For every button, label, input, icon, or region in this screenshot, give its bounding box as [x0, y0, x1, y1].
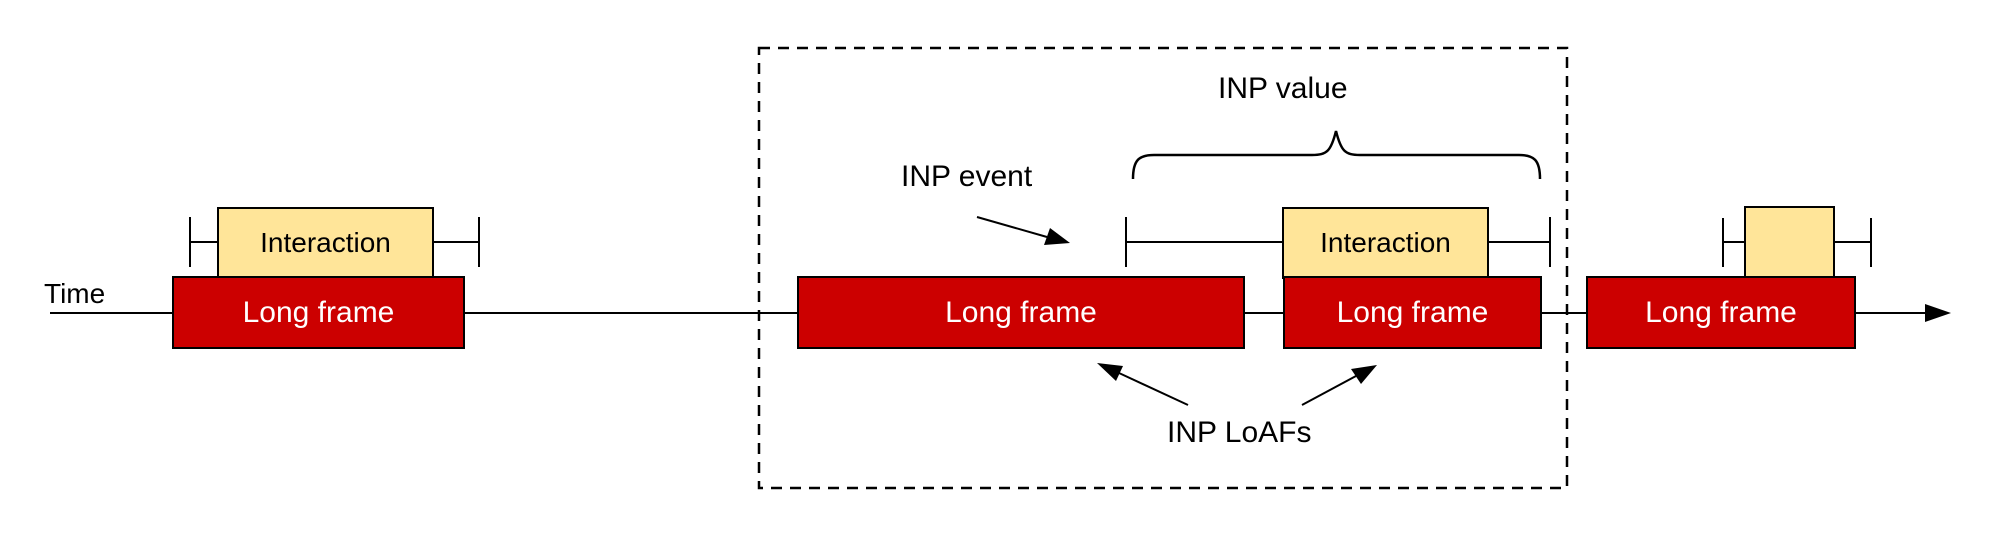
inp-loafs-arrow-left-line: [1118, 372, 1189, 406]
inp-event-label: INP event: [901, 160, 1033, 193]
inp-value-label: INP value: [1218, 72, 1348, 105]
interaction-box-1-label: Interaction: [260, 227, 391, 258]
long-frame-box-1-label: Long frame: [242, 295, 395, 329]
inp-loafs-arrow-left: [1097, 363, 1189, 406]
long-frame-box-1: Long frame: [172, 276, 465, 349]
interaction-3-range-markers: [1722, 218, 1872, 267]
long-frame-box-3-label: Long frame: [1336, 295, 1489, 329]
inp-highlight-dashed-box: [757, 46, 1569, 490]
inp-event-arrow: [976, 216, 1070, 245]
inp-loafs-arrowhead-left-icon: [1097, 363, 1123, 381]
timeline-label: Time: [44, 278, 106, 309]
inp-loafs-arrow-right: [1301, 365, 1377, 406]
inp-value-brace: [1131, 130, 1542, 180]
timeline-arrowhead-icon: [1925, 304, 1951, 322]
interaction-box-1: Interaction: [217, 207, 434, 279]
long-frame-box-2-label: Long frame: [945, 295, 1097, 329]
long-frame-box-2: Long frame: [797, 276, 1245, 349]
inp-event-arrowhead-icon: [1044, 228, 1070, 245]
interaction-2-range-markers: [1125, 217, 1551, 267]
long-frame-box-4-label: Long frame: [1645, 295, 1797, 329]
long-frame-box-4: Long frame: [1586, 276, 1856, 349]
inp-loafs-label: INP LoAFs: [1167, 416, 1312, 449]
interaction-box-3: [1744, 206, 1835, 279]
inp-event-arrow-line: [976, 216, 1048, 238]
interaction-box-2-label: Interaction: [1320, 227, 1451, 258]
long-frame-box-3: Long frame: [1283, 276, 1542, 349]
inp-loafs-arrow-right-line: [1301, 375, 1357, 406]
inp-loafs-arrowhead-right-icon: [1351, 365, 1377, 384]
interaction-1-range-markers: [189, 217, 480, 267]
interaction-box-2: Interaction: [1282, 207, 1489, 279]
